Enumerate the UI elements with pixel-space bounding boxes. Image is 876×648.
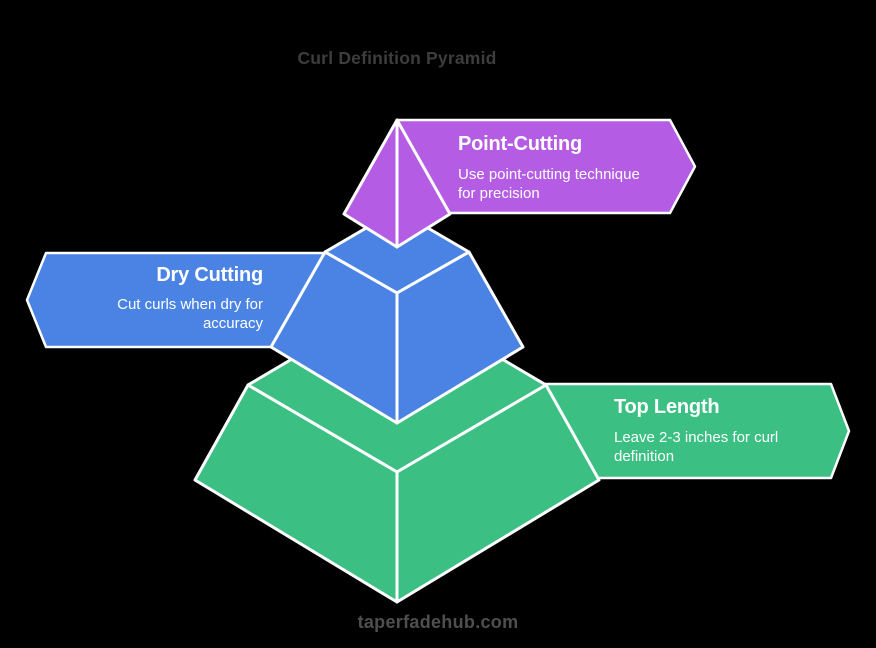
- label-point-cutting: Point-Cutting Use point-cutting techniqu…: [458, 132, 683, 204]
- label-dry-cutting: Dry Cutting Cut curls when dry for accur…: [33, 263, 263, 334]
- tier-left-face-point-cutting: [342, 118, 399, 249]
- label-title-point-cutting: Point-Cutting: [458, 133, 583, 155]
- label-title-dry-cutting: Dry Cutting: [156, 264, 263, 286]
- watermark-footer: taperfadehub.com: [357, 612, 519, 632]
- label-title-top-length: Top Length: [614, 396, 720, 418]
- label-desc-point-cutting: Use point-cutting technique for precisio…: [458, 166, 640, 202]
- label-top-length: Top Length Leave 2-3 inches for curl def…: [614, 395, 824, 467]
- label-desc-dry-cutting: Cut curls when dry for accuracy: [117, 296, 263, 332]
- diagram-title: Curl Definition Pyramid: [297, 48, 497, 68]
- tier-right-face-dry-cutting: [395, 250, 525, 425]
- label-desc-top-length: Leave 2-3 inches for curl definition: [614, 429, 779, 465]
- tier-right-face-top-length: [395, 383, 601, 604]
- tier-right-face-point-cutting: [395, 118, 452, 249]
